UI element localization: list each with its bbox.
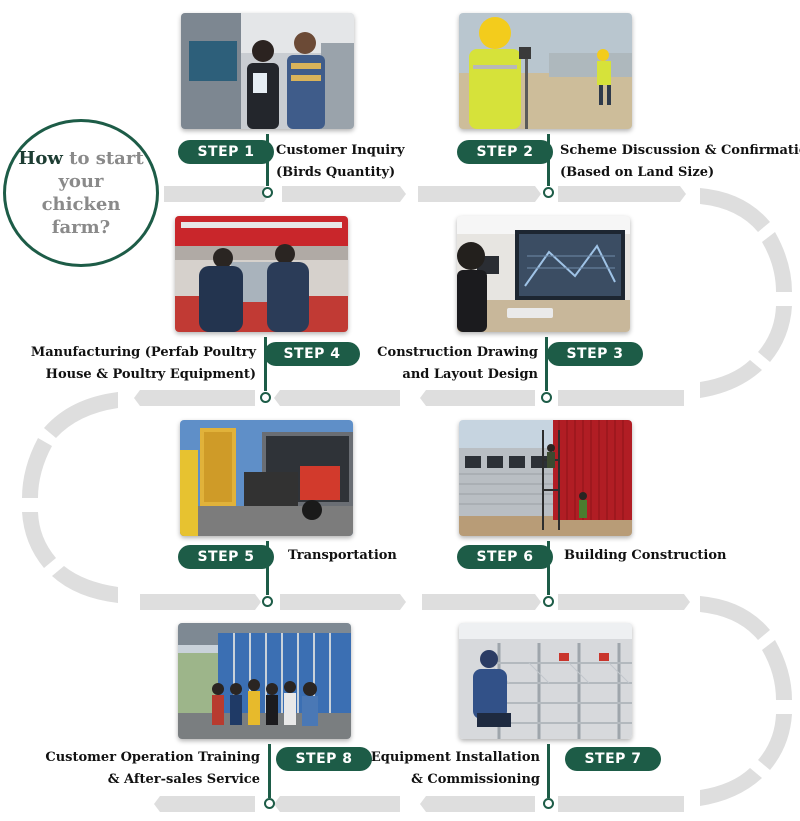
- step-6-badge: STEP 6: [457, 545, 553, 569]
- step-1-label-line2: (Birds Quantity): [276, 165, 396, 180]
- customer-inquiry-photo: [181, 13, 354, 129]
- building-construction-photo: [459, 420, 632, 536]
- step-3-label-line1: Construction Drawing: [377, 345, 538, 360]
- step-2-label-line1: Scheme Discussion & Confirmation: [560, 143, 800, 158]
- step-6-connector: [547, 541, 550, 595]
- step-2-node: [543, 187, 554, 198]
- step-6-label-line1: Building Construction: [564, 548, 727, 563]
- title-highlight: How: [18, 148, 63, 169]
- title-circle: How to start your chicken farm?: [3, 119, 159, 267]
- equipment-installation-photo: [459, 623, 632, 739]
- step-2-label-line2: (Based on Land Size): [560, 165, 715, 180]
- step-8-node: [264, 798, 275, 809]
- step-5-label-line1: Transportation: [288, 548, 397, 563]
- step-4-connector: [264, 337, 267, 391]
- step-4-label-line1: Manufacturing (Perfab Poultry: [30, 345, 256, 360]
- step-4-label: Manufacturing (Perfab Poultry House & Po…: [20, 342, 256, 386]
- step-5-badge: STEP 5: [178, 545, 274, 569]
- step-2-badge: STEP 2: [457, 140, 553, 164]
- site-survey-photo: [459, 13, 632, 129]
- step-3-label: Construction Drawing and Layout Design: [360, 342, 538, 386]
- step-1-label: Customer Inquiry (Birds Quantity): [276, 140, 405, 184]
- step-4-badge: STEP 4: [264, 342, 360, 366]
- step-6-label: Building Construction: [564, 545, 727, 567]
- step-3-connector: [545, 337, 548, 391]
- flow-arrows: [22, 186, 792, 812]
- step-3-badge: STEP 3: [547, 342, 643, 366]
- cad-design-photo: [457, 216, 630, 332]
- step-8-badge: STEP 8: [276, 747, 372, 771]
- step-3-node: [541, 392, 552, 403]
- step-8-connector: [268, 744, 271, 798]
- step-7-label-line1: Equipment Installation: [370, 750, 540, 765]
- page-title: How to start your chicken farm?: [16, 147, 146, 239]
- step-1-badge: STEP 1: [178, 140, 274, 164]
- step-7-badge: STEP 7: [565, 747, 661, 771]
- step-7-connector: [547, 744, 550, 798]
- step-8-label-line2: & After-sales Service: [107, 772, 260, 787]
- step-1-connector: [266, 134, 269, 186]
- step-3-label-line2: and Layout Design: [402, 367, 538, 382]
- container-loading-photo: [180, 420, 353, 536]
- step-1-label-line1: Customer Inquiry: [276, 143, 405, 158]
- step-7-label: Equipment Installation & Commissioning: [360, 747, 540, 791]
- step-8-label: Customer Operation Training & After-sale…: [20, 747, 260, 791]
- manufacturing-photo: [175, 216, 348, 332]
- step-8-label-line1: Customer Operation Training: [45, 750, 260, 765]
- step-5-label: Transportation: [288, 545, 397, 567]
- step-7-label-line2: & Commissioning: [411, 772, 540, 787]
- step-1-node: [262, 187, 273, 198]
- step-5-node: [262, 596, 273, 607]
- step-4-label-line2: House & Poultry Equipment): [45, 367, 256, 382]
- team-training-photo: [178, 623, 351, 739]
- step-7-node: [543, 798, 554, 809]
- step-4-node: [260, 392, 271, 403]
- step-6-node: [543, 596, 554, 607]
- step-2-label: Scheme Discussion & Confirmation (Based …: [560, 140, 800, 184]
- title-rest: to start your chicken farm?: [41, 148, 144, 238]
- step-2-connector: [547, 134, 550, 186]
- step-5-connector: [266, 541, 269, 595]
